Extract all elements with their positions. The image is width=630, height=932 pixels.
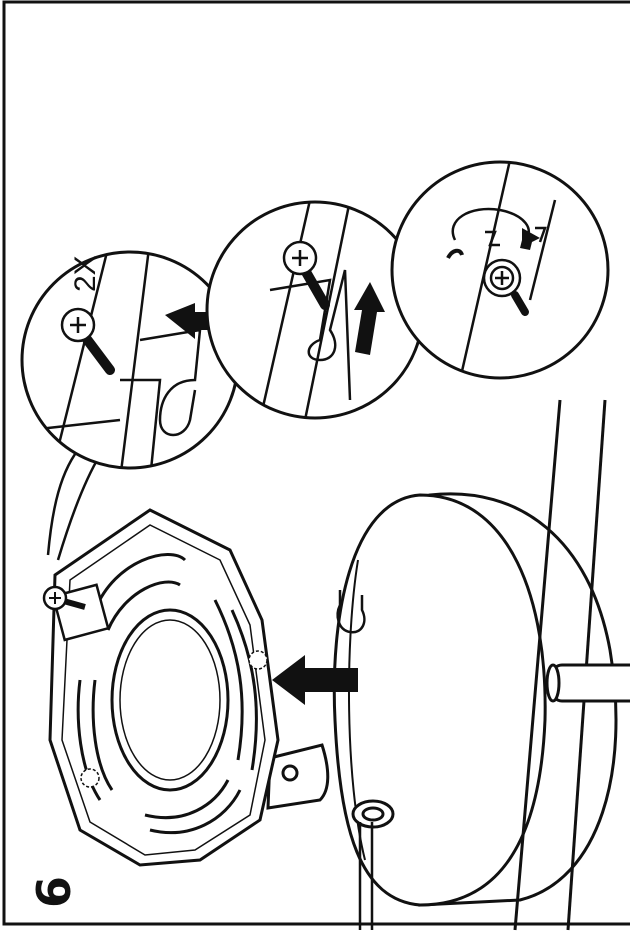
screw-icon: [282, 240, 330, 310]
mounting-tab: [266, 743, 330, 810]
power-cable: [358, 822, 374, 930]
screw-icon: [42, 583, 110, 642]
rotate-clockwise-icon: [451, 207, 531, 241]
tighten-icon: [485, 226, 547, 247]
fixture-body: [332, 492, 618, 907]
quantity-label: 2X: [69, 255, 102, 292]
screw-icon: [482, 258, 529, 316]
arrow-up-icon: [354, 282, 385, 355]
detail-step-3: [390, 160, 610, 380]
mounting-plate: [48, 508, 280, 867]
detail-step-2: [205, 200, 425, 420]
detail-step-1: [20, 250, 240, 470]
step-number: 6: [27, 876, 81, 908]
arrow-left-icon: [272, 655, 358, 705]
screw-icon: [60, 307, 115, 375]
mounting-pole: [513, 399, 630, 931]
